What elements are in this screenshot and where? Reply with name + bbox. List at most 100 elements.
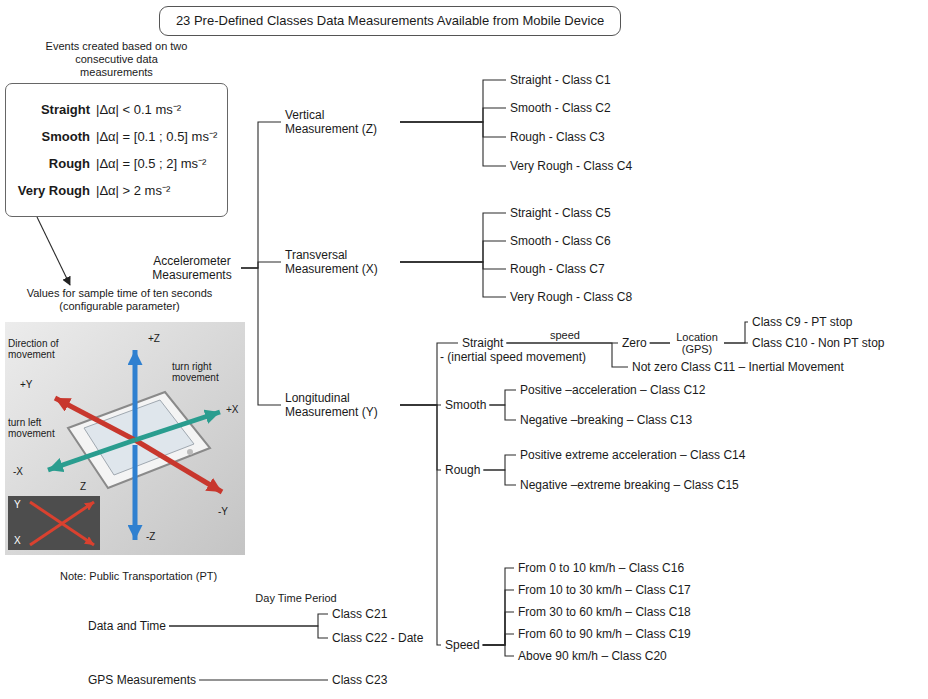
tree-connector [241,262,281,268]
axis-sign: Z [80,481,86,492]
road-axis: X [14,535,21,546]
axis-item: Longitudinal Measurement (Y) [285,391,397,419]
road-arrow [30,502,94,545]
road-arrow [30,502,94,545]
node-text: Class C23 [332,673,387,687]
tree-connector [483,455,516,470]
node-text: Negative –extreme breaking – Class C15 [520,478,739,492]
threshold-row: Straight |Δα| < 0.1 ms⁻² [14,96,219,123]
tree-connector [169,614,328,626]
tree-connector [241,268,281,405]
tree-item: Class C22 - Date [332,631,423,645]
connector-label: Day Time Period [253,592,338,604]
tree-item: Zero [622,336,647,350]
node-text: Class C22 - Date [332,631,423,645]
threshold-name: Very Rough [14,177,90,204]
sample-note: Values for sample time of ten seconds (c… [22,287,217,313]
node-text: From 60 to 90 km/h – Class C19 [518,627,691,641]
sensor-group: Accelerometer Measurements [146,254,238,282]
tree-item: Class C23 [332,673,387,687]
tree-item: Class C21 [332,607,387,621]
tree-item: Negative –breaking – Class C13 [520,413,692,427]
tree-item: Not zero Class C11 – Inertial Movement [632,360,844,374]
node-text: Class C21 [332,607,387,621]
tree-item: Data and Time [88,619,166,633]
node-text: Straight - Class C5 [510,206,611,220]
node-text: Smooth [445,398,486,412]
tree-item: Rough [445,463,480,477]
tree-connector [483,590,514,645]
node-text: Rough - Class C3 [510,130,605,144]
threshold-value: |Δα| > 2 ms⁻² [96,183,170,198]
axis-sign: -Y [218,506,228,517]
tree-item: Smooth - Class C2 [510,101,611,115]
axis-caption: turn right movement [172,361,238,383]
tree-item: Class C10 - Non PT stop [752,336,885,350]
node-text: Transversal Measurement (X) [285,248,397,276]
threshold-row: Smooth |Δα| = [0.1 ; 0.5] ms⁻² [14,123,219,150]
node-text: Data and Time [88,619,166,633]
node-text: Very Rough - Class C8 [510,290,632,304]
tree-item: Class C9 - PT stop [752,315,852,329]
road-inset [8,496,100,550]
note: Note: Public Transportation (PT) [60,570,217,583]
node-text: Negative –breaking – Class C13 [520,413,692,427]
node-text: Class C9 - PT stop [752,315,852,329]
node-text: Very Rough - Class C4 [510,159,632,173]
tree-item: Speed [445,638,480,652]
node-text: Above 90 km/h – Class C20 [518,649,667,663]
node-text: Accelerometer Measurements [146,254,238,282]
tree-item: Rough - Class C3 [510,130,605,144]
node-text: Smooth - Class C6 [510,234,611,248]
tree-connector [400,262,506,269]
tree-item: From 0 to 10 km/h – Class C16 [518,561,684,575]
tree-connector [400,262,506,297]
tree-item: Straight- (inertial speed movement) [462,336,503,350]
tree-item: From 10 to 30 km/h – Class C17 [518,583,691,597]
tree-connector [400,122,506,137]
tree-connector [400,213,506,262]
tree-item: Straight - Class C5 [510,206,611,220]
tree-item: Positive –acceleration – Class C12 [520,383,705,397]
axis-sign: +Y [20,379,33,390]
axis-arrow-z [133,445,138,540]
threshold-row: Rough |Δα| = [0.5 ; 2] ms⁻² [14,150,219,177]
threshold-value: |Δα| = [0.1 ; 0.5] ms⁻² [96,129,217,144]
axis-arrow-y [55,398,135,440]
axis-sign: -Z [146,531,155,542]
axis-arrow-x [135,412,220,440]
node-text: Values for sample time of ten seconds (c… [22,287,217,313]
connector-label: Location (GPS) [670,331,724,355]
tree-item: From 60 to 90 km/h – Class C19 [518,627,691,641]
node-text: Positive –acceleration – Class C12 [520,383,705,397]
node-text: Vertical Measurement (Z) [285,108,397,136]
connector-label: speed [548,329,582,341]
tree-item: Rough - Class C7 [510,262,605,276]
tree-item: Straight - Class C1 [510,73,611,87]
threshold-name: Smooth [14,123,90,150]
node-text: GPS Measurements [88,673,196,687]
tree-connector [400,241,506,262]
node-text: Not zero Class C11 – Inertial Movement [632,360,844,374]
event-threshold-box: Events created based on two consecutive … [5,83,228,217]
node-text: From 10 to 30 km/h – Class C17 [518,583,691,597]
node-text: Rough - Class C7 [510,262,605,276]
threshold-name: Rough [14,150,90,177]
tree-item: Very Rough - Class C4 [510,159,632,173]
node-text: Smooth - Class C2 [510,101,611,115]
title-box: 23 Pre-Defined Classes Data Measurements… [159,6,621,36]
tree-item: Very Rough - Class C8 [510,290,632,304]
node-text: From 0 to 10 km/h – Class C16 [518,561,684,575]
node-text: Straight - Class C1 [510,73,611,87]
axis-sign: +Z [148,333,160,344]
tree-item: Smooth [445,398,486,412]
tree-connector [483,645,514,656]
tree-connector [400,122,506,166]
threshold-value: |Δα| = [0.5 ; 2] ms⁻² [96,156,206,171]
tree-connector [400,405,441,470]
axis-arrow-x [48,440,135,470]
phone-button [187,449,193,455]
threshold-value: |Δα| < 0.1 ms⁻² [96,102,181,117]
axis-arrow-z [133,350,138,438]
node-text: Class C10 - Non PT stop [752,336,885,350]
